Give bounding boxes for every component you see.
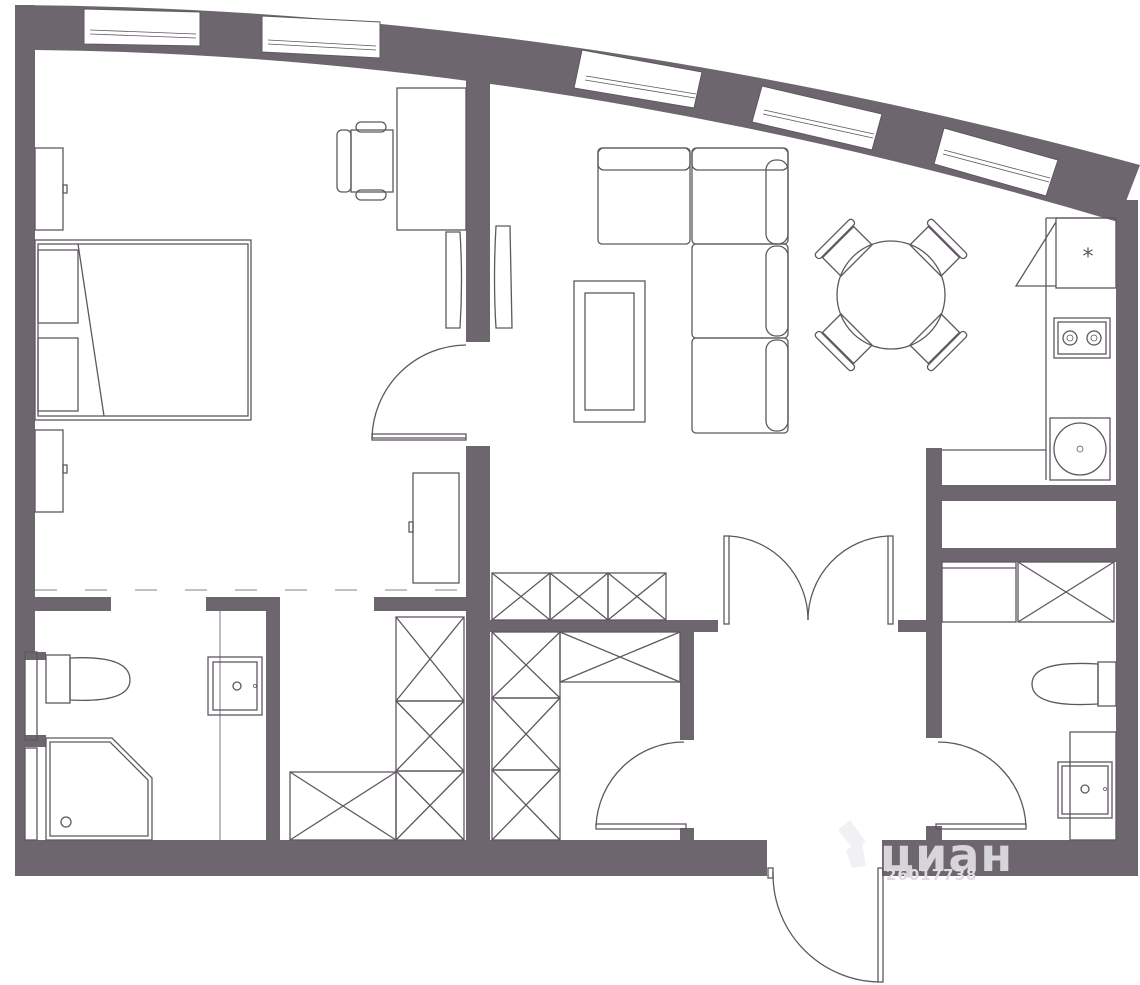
pillow <box>37 337 79 412</box>
dining-table <box>836 240 946 350</box>
bath2-left-wall <box>926 448 942 738</box>
sink-2 <box>1057 761 1113 819</box>
toilet-2-bowl <box>1031 662 1099 706</box>
window-2 <box>261 15 381 59</box>
window-4 <box>751 85 883 151</box>
partition-bedroom-living-upper <box>466 70 490 342</box>
sink-1 <box>207 656 263 716</box>
toilet-bowl <box>69 657 131 701</box>
bath1-right-wall <box>266 597 280 842</box>
bathroom-1 <box>24 611 263 841</box>
closet-right-wall-stub <box>680 828 694 842</box>
watermark-brand: циан <box>880 828 1014 882</box>
kitchen-sink <box>1049 417 1111 481</box>
toilet-tank <box>45 654 71 704</box>
laundry-bottom-wall <box>942 548 1116 562</box>
fridge <box>1055 217 1117 289</box>
living-room <box>493 147 968 434</box>
window-1 <box>83 8 201 47</box>
corner-sofa <box>597 147 789 434</box>
coffee-table <box>573 280 646 423</box>
laundry-top-wall <box>942 485 1116 501</box>
windows <box>83 8 1059 197</box>
bedroom-bottom-wall-3 <box>374 597 466 611</box>
bedroom-bottom-wall-2 <box>206 597 280 611</box>
window-5 <box>933 127 1059 197</box>
exterior-wall-left-lower <box>15 658 25 870</box>
bed <box>34 239 252 421</box>
bath2-left-wall-stub <box>926 826 942 842</box>
fridge-symbol: * <box>1083 245 1094 270</box>
dresser <box>412 472 460 584</box>
left-wall-pier-2 <box>22 735 46 747</box>
exterior-wall-top <box>15 5 1140 222</box>
closet-right-wall <box>680 620 694 740</box>
pillow <box>37 249 79 324</box>
left-wall-pier-1 <box>22 652 46 660</box>
bedroom-bottom-wall-1 <box>35 597 111 611</box>
dining-chairs <box>814 218 968 372</box>
desk <box>396 87 467 231</box>
watermark-logo-icon <box>838 820 866 868</box>
shower-tray <box>45 737 153 841</box>
watermark-id: 26017738 <box>886 866 978 884</box>
bedroom <box>34 87 467 591</box>
exterior-wall-right <box>1116 200 1138 870</box>
toilet-2-tank <box>1097 661 1117 707</box>
bathroom-2 <box>1031 661 1117 841</box>
exterior-wall-left <box>15 5 35 660</box>
exterior-wall-bottom-left <box>15 840 767 876</box>
bedroom-door-swing <box>371 344 467 439</box>
walls <box>15 5 1140 876</box>
doors <box>595 535 1027 983</box>
hall-top-wall-left <box>490 620 718 632</box>
desk-chair <box>336 129 352 193</box>
cooktop <box>1053 317 1111 359</box>
kitchen: * <box>942 217 1117 481</box>
exterior-wall-bottom-right <box>882 840 1138 876</box>
storage-cabinets <box>289 561 1115 841</box>
partition-bedroom-living-lower <box>466 446 490 842</box>
window-3 <box>573 49 703 109</box>
